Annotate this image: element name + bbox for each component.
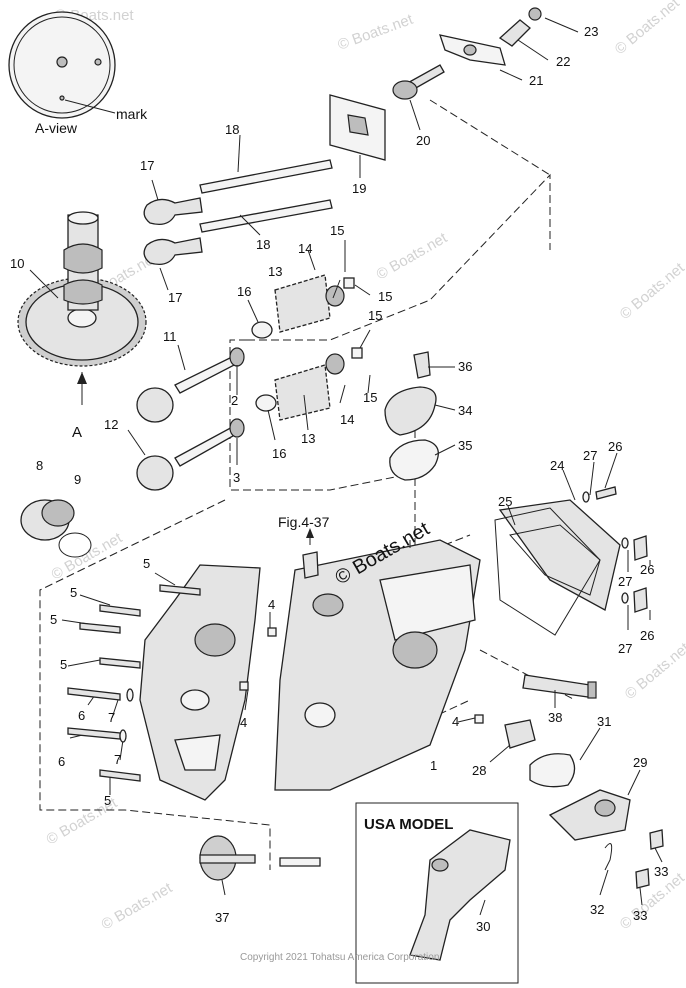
- callout-4-right: 4: [452, 714, 459, 729]
- callout-9: 9: [74, 472, 81, 487]
- a-view-label: A-view: [35, 120, 78, 136]
- exhaust-cover: [494, 499, 621, 636]
- callout-27-mid: 27: [618, 574, 632, 589]
- callout-18-upper: 18: [225, 122, 239, 137]
- callout-13-top: 13: [268, 264, 282, 279]
- oil-filler-cap: [20, 499, 92, 558]
- callout-numbers: 23 22 21 20 19 18 17 18 17 10 15 14 13 1…: [10, 24, 668, 934]
- callout-3: 3: [233, 470, 240, 485]
- usa-model-label: USA MODEL: [364, 816, 453, 833]
- callout-37: 37: [215, 910, 229, 925]
- watermark: © Boats.net: [336, 11, 416, 54]
- cylinder-head: [274, 528, 481, 791]
- usa-model-inset: USA MODEL: [355, 802, 519, 984]
- watermark: © Boats.net: [617, 259, 686, 323]
- callout-10: 10: [10, 256, 24, 271]
- rocker-plate: [329, 94, 386, 161]
- callout-4-upper: 4: [268, 597, 275, 612]
- callout-14-top: 14: [298, 241, 312, 256]
- callout-5-b: 5: [70, 585, 77, 600]
- valve-train: [136, 274, 363, 491]
- callout-22: 22: [556, 54, 570, 69]
- callout-5-e: 5: [104, 793, 111, 808]
- copyright-notice: Copyright 2021 Tohatsu America Corporati…: [240, 952, 439, 963]
- callout-4-lower: 4: [240, 715, 247, 730]
- callout-15-lower: 15: [363, 390, 377, 405]
- callout-33-lower: 33: [633, 908, 647, 923]
- callout-16-lower: 16: [272, 446, 286, 461]
- callout-16-top: 16: [237, 284, 251, 299]
- callout-31: 31: [597, 714, 611, 729]
- callout-15-mid: 15: [368, 308, 382, 323]
- callout-32: 32: [590, 902, 604, 917]
- water-pump-impeller: [199, 835, 321, 881]
- callout-17-upper: 17: [140, 158, 154, 173]
- callout-8: 8: [36, 458, 43, 473]
- callout-18-lower: 18: [256, 237, 270, 252]
- camshaft-gear: A: [17, 211, 147, 441]
- push-rods-and-tappets: [143, 159, 333, 266]
- callout-25: 25: [498, 494, 512, 509]
- callout-13-lower: 13: [301, 431, 315, 446]
- callout-35: 35: [458, 438, 472, 453]
- mark-label: mark: [116, 106, 148, 122]
- callout-33-upper: 33: [654, 864, 668, 879]
- callout-28: 28: [472, 763, 486, 778]
- figure-reference: Fig.4-37: [278, 514, 330, 530]
- callout-34: 34: [458, 403, 472, 418]
- callout-5-d: 5: [60, 657, 67, 672]
- callout-5-a: 5: [143, 556, 150, 571]
- watermark: © Boats.net: [374, 229, 451, 283]
- callout-15-top: 15: [330, 223, 344, 238]
- callout-20: 20: [416, 133, 430, 148]
- callout-21: 21: [529, 73, 543, 88]
- crankcase-bolts: [67, 584, 484, 782]
- thermostat-cover: [384, 351, 439, 481]
- callout-7-b: 7: [114, 752, 121, 767]
- watermark: © Boats.net: [99, 879, 176, 933]
- callout-27-top: 27: [583, 448, 597, 463]
- callout-7-a: 7: [108, 710, 115, 725]
- callout-1: 1: [430, 758, 437, 773]
- callout-30: 30: [476, 919, 490, 934]
- spark-plug: [522, 674, 597, 699]
- callout-29: 29: [633, 755, 647, 770]
- callout-17-lower: 17: [168, 290, 182, 305]
- a-view-gear-detail: mark A-view: [8, 11, 148, 136]
- callout-2: 2: [231, 393, 238, 408]
- callout-6-a: 6: [78, 708, 85, 723]
- thermostat-assembly: [504, 719, 664, 889]
- leader-lines: [29, 17, 663, 916]
- callout-36: 36: [458, 359, 472, 374]
- callout-24: 24: [550, 458, 564, 473]
- callout-26-mid: 26: [640, 562, 654, 577]
- callout-19: 19: [352, 181, 366, 196]
- callout-26-lower: 26: [640, 628, 654, 643]
- rocker-arm-assembly: [392, 7, 542, 100]
- callout-15-right: 15: [378, 289, 392, 304]
- callout-6-b: 6: [58, 754, 65, 769]
- callout-27-lower: 27: [618, 641, 632, 656]
- watermark: © Boats.net: [617, 869, 686, 933]
- callout-14-lower: 14: [340, 412, 354, 427]
- callout-5-c: 5: [50, 612, 57, 627]
- callout-38: 38: [548, 710, 562, 725]
- callout-23: 23: [584, 24, 598, 39]
- arrow-label: A: [72, 424, 82, 441]
- callout-26-top: 26: [608, 439, 622, 454]
- callout-12: 12: [104, 417, 118, 432]
- bolts-26: [582, 486, 648, 613]
- callout-11: 11: [163, 329, 177, 344]
- crankcase-left: [139, 564, 261, 801]
- watermark: © Boats.net: [612, 0, 684, 58]
